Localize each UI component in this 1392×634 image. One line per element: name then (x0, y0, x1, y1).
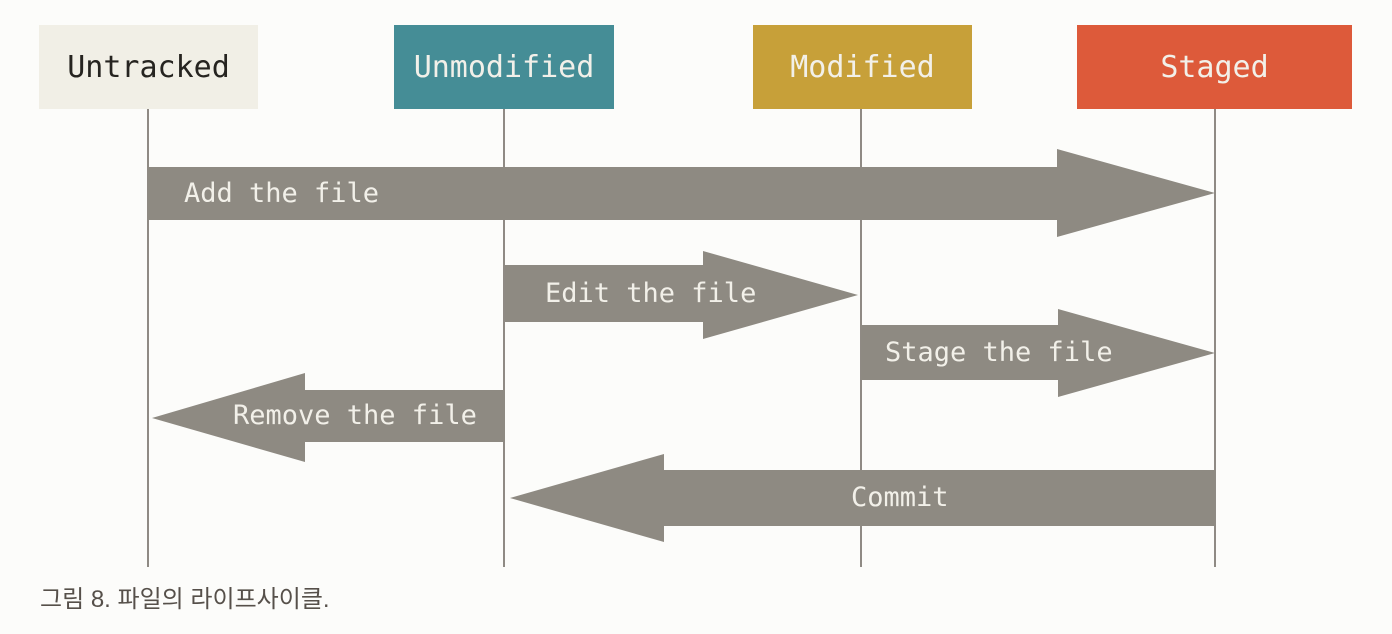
lifeline-staged (1214, 109, 1216, 567)
arrow-left-icon (152, 373, 305, 462)
arrow-stage-the-file-shaft (861, 325, 1058, 380)
arrow-right-icon (1057, 149, 1215, 237)
arrow-edit-the-file-shaft (505, 265, 703, 322)
state-box-unmodified: Unmodified (394, 25, 614, 109)
state-label-staged: Staged (1160, 49, 1269, 85)
figure-caption: 그림 8. 파일의 라이프사이클. (40, 586, 330, 613)
arrow-add-the-file-label: Add the file (184, 178, 380, 209)
arrow-right-icon (1058, 309, 1215, 397)
state-label-unmodified: Unmodified (413, 49, 595, 85)
lifeline-untracked (147, 109, 149, 567)
arrow-remove-the-file-label: Remove the file (233, 400, 477, 431)
arrow-left-icon (510, 454, 664, 542)
arrow-commit-label: Commit (851, 482, 949, 513)
arrow-commit-shaft (664, 470, 1215, 526)
arrow-right-icon (703, 251, 858, 339)
arrow-edit-the-file-label: Edit the file (545, 278, 757, 309)
state-box-untracked: Untracked (39, 25, 258, 109)
state-box-staged: Staged (1077, 25, 1352, 109)
arrow-remove-the-file-shaft (305, 390, 505, 442)
state-label-modified: Modified (790, 49, 935, 85)
state-box-modified: Modified (753, 25, 972, 109)
lifeline-unmodified (503, 109, 505, 567)
arrow-add-the-file-shaft (148, 167, 1057, 220)
arrow-stage-the-file-label: Stage the file (885, 337, 1113, 368)
state-label-untracked: Untracked (67, 49, 230, 85)
